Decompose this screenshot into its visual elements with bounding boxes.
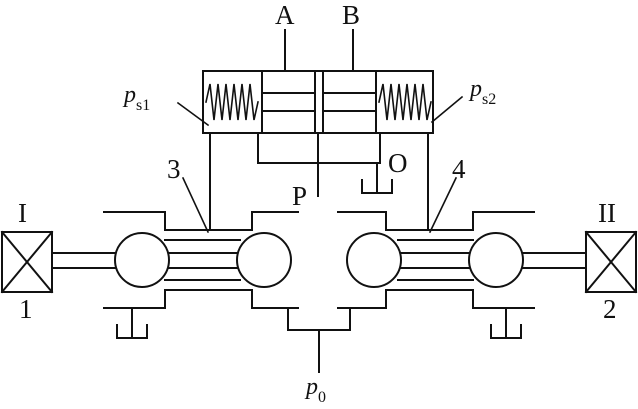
ball-piston-inner-right bbox=[346, 232, 402, 288]
right-pilot-symbol: p bbox=[468, 76, 482, 102]
supply-subscript: 0 bbox=[318, 389, 326, 406]
supply-manifold bbox=[287, 307, 351, 331]
left-pilot-subscript: s1 bbox=[136, 97, 150, 114]
actuator-left-box bbox=[1, 231, 53, 293]
right-pilot-label: ps2 bbox=[468, 76, 496, 108]
actuator-right-box bbox=[585, 231, 637, 293]
leader-3 bbox=[181, 176, 210, 234]
actuator-left-number: 1 bbox=[19, 294, 33, 324]
supply-symbol: p bbox=[304, 374, 318, 400]
actuator-left-cross bbox=[0, 230, 54, 294]
port-b-label: B bbox=[342, 0, 360, 30]
leader-4 bbox=[428, 176, 458, 234]
ball-piston-outer-left bbox=[114, 232, 170, 288]
actuator-right bbox=[584, 230, 638, 294]
port-a-label: A bbox=[275, 0, 295, 30]
port-p-label: P bbox=[292, 181, 307, 211]
ball-piston-inner-left bbox=[236, 232, 292, 288]
right-spring-icon bbox=[378, 83, 432, 121]
actuator-left bbox=[0, 230, 54, 294]
leader-ps1 bbox=[176, 101, 210, 127]
supply-pressure-label: p0 bbox=[304, 374, 326, 406]
port-o-label: O bbox=[388, 148, 408, 178]
valve-body bbox=[202, 70, 434, 134]
ball-piston-outer-right bbox=[468, 232, 524, 288]
leader-ps2 bbox=[430, 95, 464, 124]
directional-valve bbox=[202, 29, 434, 197]
roman-left-label: I bbox=[18, 198, 27, 228]
left-spring-icon bbox=[205, 83, 259, 121]
actuator-right-number: 2 bbox=[603, 294, 617, 324]
actuator-right-cross bbox=[584, 230, 638, 294]
left-pilot-symbol: p bbox=[122, 82, 136, 108]
callout-4-label: 4 bbox=[452, 154, 466, 184]
roman-right-label: II bbox=[598, 198, 616, 228]
left-pilot-label: ps1 bbox=[122, 82, 150, 114]
callout-3-label: 3 bbox=[167, 154, 181, 184]
right-pilot-subscript: s2 bbox=[482, 91, 496, 108]
